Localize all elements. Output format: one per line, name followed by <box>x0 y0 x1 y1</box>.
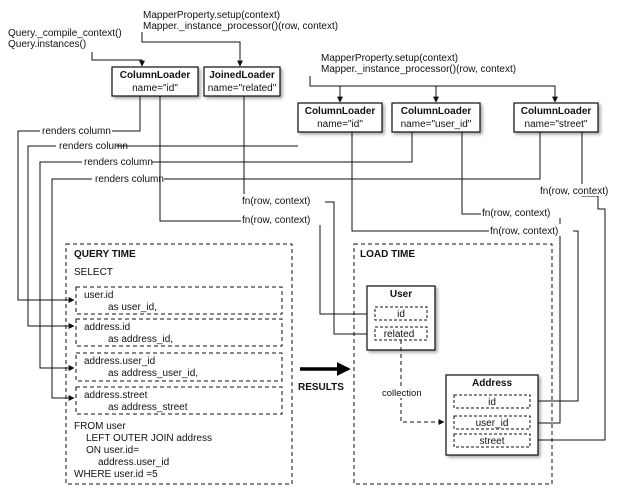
renders-column-label: renders column <box>84 157 153 168</box>
join-clause: LEFT OUTER JOIN address <box>86 433 212 444</box>
column-alias: as address_street <box>108 402 188 413</box>
loader-title: ColumnLoader <box>120 70 191 81</box>
column-loader-id-1: ColumnLoader name="id" <box>111 66 199 97</box>
label-backdrop <box>241 194 325 206</box>
user-object: User id related <box>366 285 436 351</box>
query-time-title: QUERY TIME <box>74 249 136 260</box>
load-time-title: LOAD TIME <box>360 249 415 260</box>
loader-name: name="street" <box>525 119 588 130</box>
setup-left-label: MapperProperty.setup(context) <box>143 10 280 21</box>
label-backdrop <box>481 206 565 218</box>
column-box <box>75 352 283 382</box>
invocation-arrows <box>91 32 558 103</box>
user-title: User <box>390 289 412 300</box>
column-loader-street: ColumnLoader name="street" <box>513 102 599 133</box>
label-backdrop <box>539 184 623 196</box>
results-arrow: RESULTS <box>298 362 351 393</box>
loader-title: ColumnLoader <box>305 106 376 117</box>
label-backdrop <box>380 386 422 398</box>
query-instances-label: Query.instances() <box>8 39 86 50</box>
loader-title: ColumnLoader <box>521 106 592 117</box>
on-clause: ON user.id= <box>86 445 139 456</box>
load-time-panel: LOAD TIME User id related collection Add… <box>353 243 553 485</box>
renders-column-edges <box>17 96 541 401</box>
label-backdrop <box>241 213 325 225</box>
joined-loader-related: JoinedLoader name="related" <box>203 66 281 97</box>
processor-left-label: Mapper._instance_processor()(row, contex… <box>143 21 338 32</box>
renders-column-label: renders column <box>42 126 111 137</box>
field-label: street <box>479 436 504 447</box>
results-label: RESULTS <box>298 382 344 393</box>
address-field-id <box>453 394 531 409</box>
where-clause: WHERE user.id =5 <box>74 469 158 480</box>
user-field-id <box>374 306 428 321</box>
address-title: Address <box>472 378 512 389</box>
on-clause-target: address.user_id <box>98 457 169 468</box>
field-label: id <box>488 397 496 408</box>
collection-edge <box>400 340 445 425</box>
label-backdrop <box>40 124 112 137</box>
setup-right-label: MapperProperty.setup(context) <box>321 53 458 64</box>
query-compile-label: Query._compile_context() <box>8 28 122 39</box>
fn-label: fn(row, context) <box>490 226 558 237</box>
column-alias: as address_user_id, <box>108 368 198 379</box>
column-box <box>75 286 283 315</box>
column-loader-user-id: ColumnLoader name="user_id" <box>391 102 481 133</box>
renders-column-label: renders column <box>95 174 164 185</box>
processor-right-label: Mapper._instance_processor()(row, contex… <box>321 64 516 75</box>
address-field-street <box>453 433 531 448</box>
column-expr: address.id <box>84 322 130 333</box>
loader-name: name="related" <box>208 83 277 94</box>
column-box <box>75 318 283 347</box>
field-label: id <box>397 309 405 320</box>
renders-column-label: renders column <box>59 141 128 152</box>
column-expr: address.street <box>84 390 148 401</box>
fn-label: fn(row, context) <box>242 196 310 207</box>
label-backdrop <box>489 224 573 236</box>
from-clause: FROM user <box>74 421 126 432</box>
loader-name: name="id" <box>132 83 178 94</box>
loader-name: name="id" <box>317 119 363 130</box>
column-box <box>75 386 283 415</box>
loader-title: ColumnLoader <box>401 106 472 117</box>
select-keyword: SELECT <box>74 267 113 278</box>
column-loader-id-2: ColumnLoader name="id" <box>297 102 383 133</box>
fn-label: fn(row, context) <box>242 215 310 226</box>
field-label: user_id <box>476 418 509 429</box>
query-time-panel: QUERY TIME SELECT user.id as user_id, ad… <box>65 243 293 485</box>
column-alias: as address_id, <box>108 334 173 345</box>
column-alias: as user_id, <box>108 302 157 313</box>
column-expr: address.user_id <box>84 356 155 367</box>
fn-label: fn(row, context) <box>482 208 550 219</box>
collection-label: collection <box>382 388 422 399</box>
address-field-user-id <box>453 415 531 430</box>
column-expr: user.id <box>84 290 113 301</box>
loader-name: name="user_id" <box>401 119 472 130</box>
fn-label: fn(row, context) <box>540 186 608 197</box>
loader-title: JoinedLoader <box>209 70 275 81</box>
address-object: Address id user_id street <box>445 374 539 456</box>
field-label: related <box>384 329 415 340</box>
